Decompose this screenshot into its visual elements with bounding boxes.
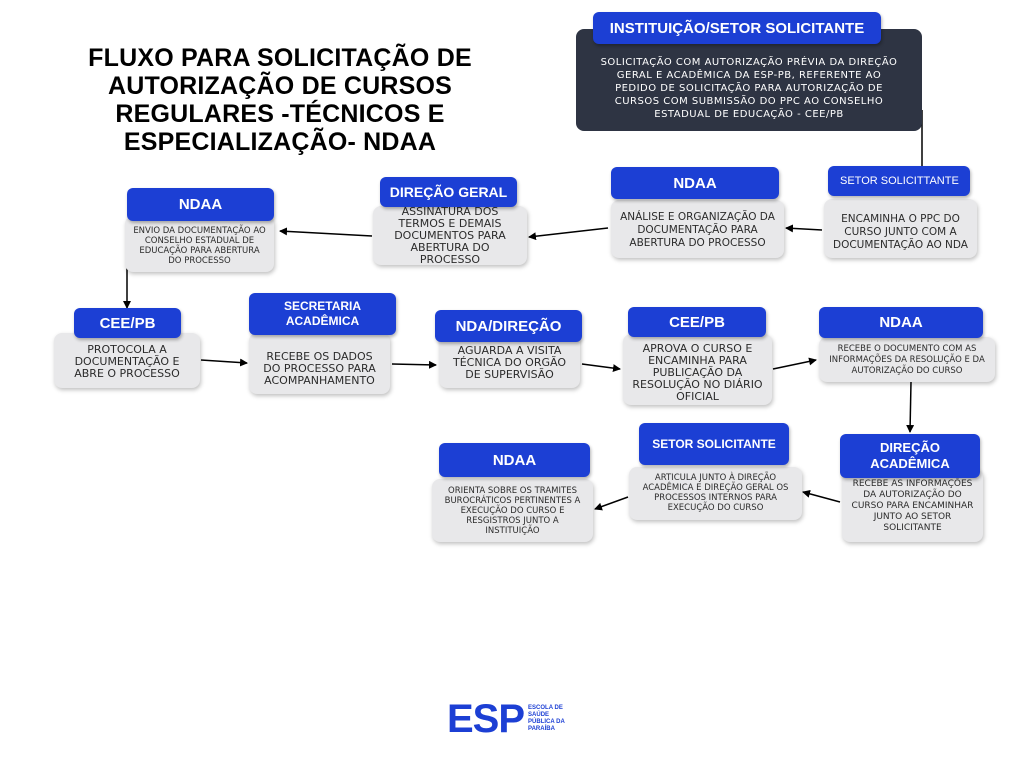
step-9-header: CEE/PB xyxy=(628,307,766,337)
arrow-s8-s9 xyxy=(581,363,621,373)
step-4-header: DIREÇÃO GERAL xyxy=(380,177,517,207)
step-10-box: RECEBE O DOCUMENTO COM AS INFORMAÇÕES DA… xyxy=(819,337,995,382)
step-7-box: RECEBE OS DADOS DO PROCESSO PARA ACOMPAN… xyxy=(249,333,390,394)
step-5-header: NDAA xyxy=(127,188,274,221)
step-13-text: ORIENTA SOBRE OS TRAMITES BUROCRÁTICOS P… xyxy=(444,485,581,536)
step-4-text: ASSINATURA DOS TERMOS E DEMAIS DOCUMENTO… xyxy=(394,204,506,266)
step-12-header: SETOR SOLICITANTE xyxy=(639,423,789,465)
arrow-s11-s12 xyxy=(802,489,841,503)
arrow-s12-s13 xyxy=(594,496,629,511)
step-6-header: CEE/PB xyxy=(74,308,181,338)
logo-text: ESCOLA DE SAÚDE PÚBLICA DA PARAÍBA xyxy=(528,705,565,732)
arrow-s7-s8 xyxy=(391,360,437,369)
step-9-box: APROVA O CURSO E ENCAMINHA PARA PUBLICAÇ… xyxy=(623,334,772,405)
arrow-s4-s5 xyxy=(279,227,373,237)
step-7-text: RECEBE OS DADOS DO PROCESSO PARA ACOMPAN… xyxy=(263,349,376,387)
step-5-box: ENVIO DA DOCUMENTAÇÃO AO CONSELHO ESTADU… xyxy=(125,216,274,272)
step-7-header: SECRETARIA ACADÊMICA xyxy=(249,293,396,335)
step-8-header: NDA/DIREÇÃO xyxy=(435,310,582,342)
logo-mark: ESP xyxy=(447,697,525,741)
step-1-box: SOLICITAÇÃO COM AUTORIZAÇÃO PRÉVIA DA DI… xyxy=(576,29,922,131)
step-3-box: ANÁLISE E ORGANIZAÇÃO DA DOCUMENTAÇÃO PA… xyxy=(611,200,784,258)
arrow-s9-s10 xyxy=(772,357,817,370)
step-9-text: APROVA O CURSO E ENCAMINHA PARA PUBLICAÇ… xyxy=(632,341,763,403)
arrow-s3-s4 xyxy=(528,227,609,241)
step-2-text: ENCAMINHA O PPC DO CURSO JUNTO COM A DOC… xyxy=(833,213,968,251)
step-10-header: NDAA xyxy=(819,307,983,338)
step-1-header: INSTITUIÇÃO/SETOR SOLICITANTE xyxy=(593,12,881,44)
step-13-box: ORIENTA SOBRE OS TRAMITES BUROCRÁTICOS P… xyxy=(432,479,593,542)
step-11-header: DIREÇÃO ACADÊMICA xyxy=(840,434,980,478)
step-11-text: RECEBE AS INFORMAÇÕES DA AUTORIZAÇÃO DO … xyxy=(851,479,974,533)
step-3-text: ANÁLISE E ORGANIZAÇÃO DA DOCUMENTAÇÃO PA… xyxy=(620,210,775,249)
step-13-header: NDAA xyxy=(439,443,590,477)
step-6-box: PROTOCOLA A DOCUMENTAÇÃO E ABRE O PROCES… xyxy=(54,333,200,388)
step-10-text: RECEBE O DOCUMENTO COM AS INFORMAÇÕES DA… xyxy=(829,344,985,376)
step-5-text: ENVIO DA DOCUMENTAÇÃO AO CONSELHO ESTADU… xyxy=(133,226,266,266)
step-6-text: PROTOCOLA A DOCUMENTAÇÃO E ABRE O PROCES… xyxy=(74,342,180,380)
arrow-s2-s3 xyxy=(785,224,823,233)
esp-logo: ESP ESCOLA DE SAÚDE PÚBLICA DA PARAÍBA xyxy=(447,697,572,741)
step-2-box: ENCAMINHA O PPC DO CURSO JUNTO COM A DOC… xyxy=(824,199,977,258)
arrow-s10-s11 xyxy=(906,381,915,433)
page-title: FLUXO PARA SOLICITAÇÃO DE AUTORIZAÇÃO DE… xyxy=(88,44,472,156)
step-3-header: NDAA xyxy=(611,167,779,199)
step-1-text: SOLICITAÇÃO COM AUTORIZAÇÃO PRÉVIA DA DI… xyxy=(600,57,898,120)
step-12-text: ARTICULA JUNTO À DIREÇÃO ACADÊMICA E DIR… xyxy=(642,472,789,513)
step-11-box: RECEBE AS INFORMAÇÕES DA AUTORIZAÇÃO DO … xyxy=(842,469,983,542)
step-8-text: AGUARDA A VISITA TÉCNICA DO ORGÃO DE SUP… xyxy=(453,344,566,381)
step-4-box: ASSINATURA DOS TERMOS E DEMAIS DOCUMENTO… xyxy=(373,204,527,266)
arrow-s6-s7 xyxy=(200,358,248,367)
step-2-header: SETOR SOLICITTANTE xyxy=(828,166,970,196)
step-8-box: AGUARDA A VISITA TÉCNICA DO ORGÃO DE SUP… xyxy=(439,334,580,388)
step-12-box: ARTICULA JUNTO À DIREÇÃO ACADÊMICA E DIR… xyxy=(629,467,802,520)
